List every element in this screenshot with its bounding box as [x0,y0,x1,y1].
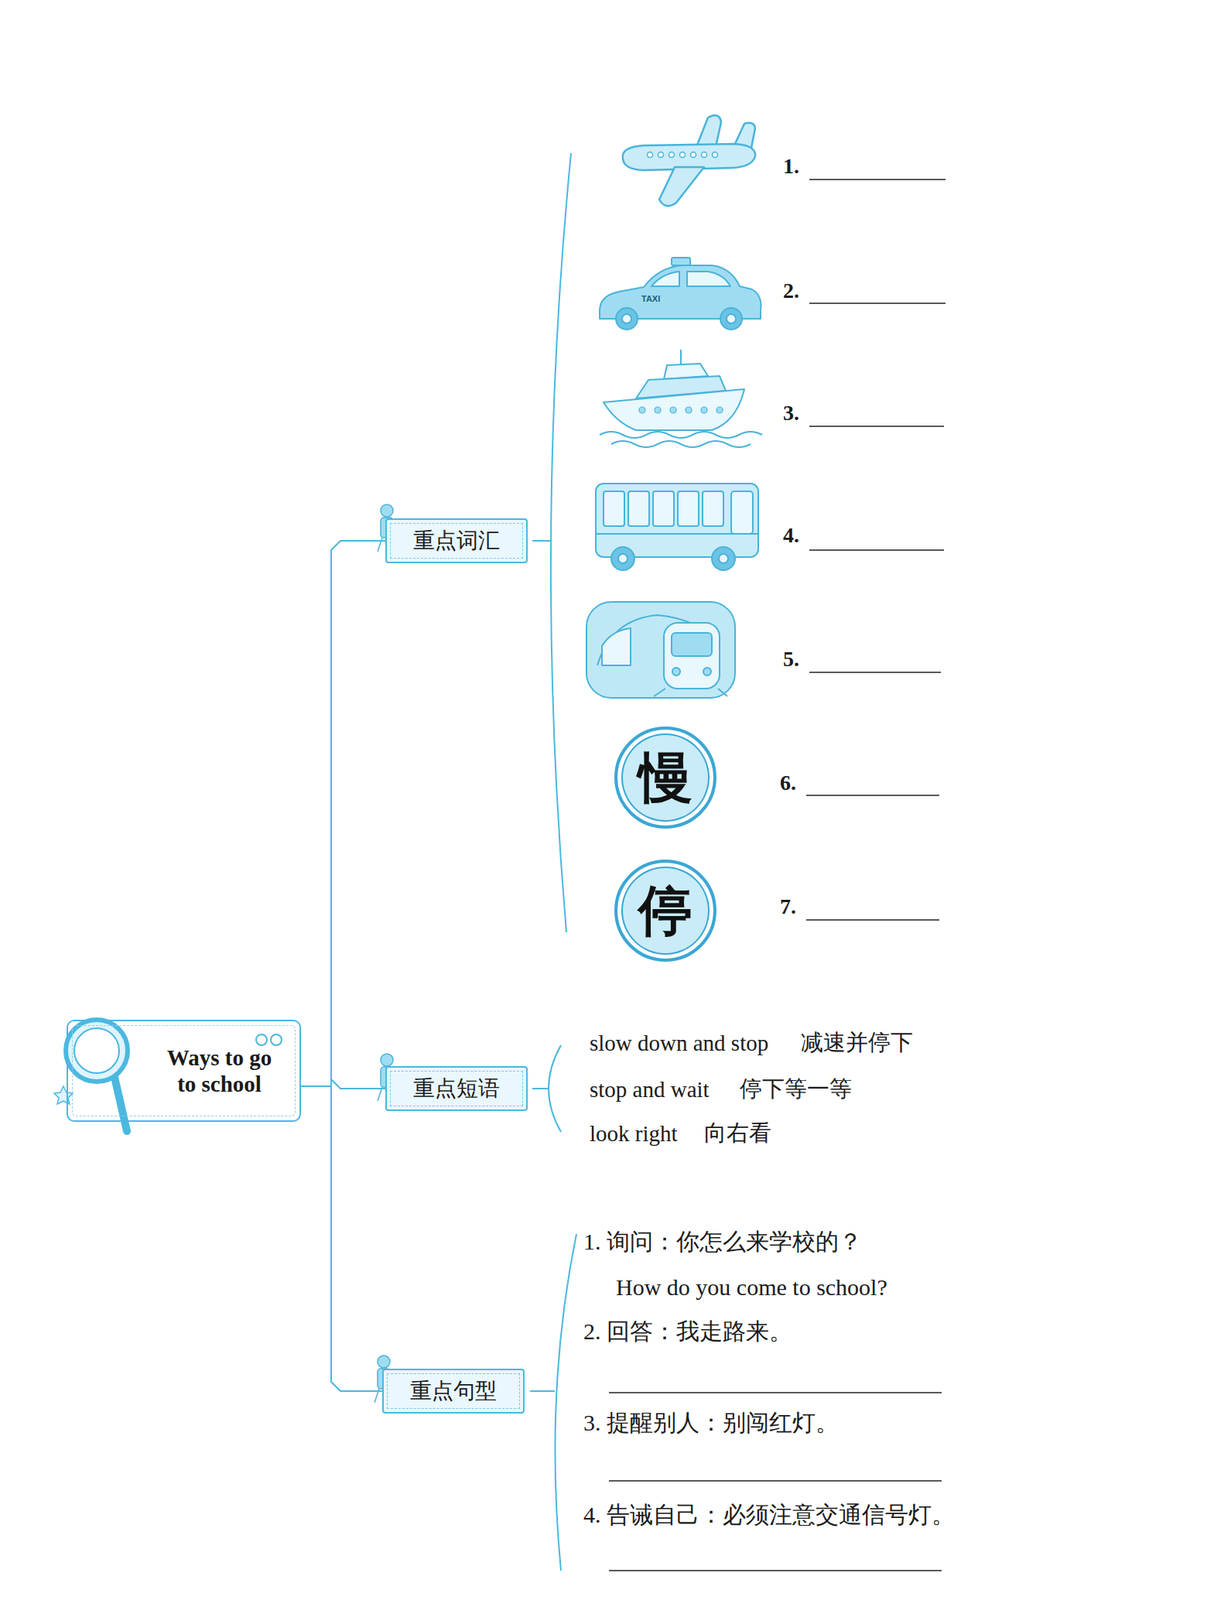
blank-line [809,671,941,674]
porthole [685,406,692,414]
taxi-sign-text: TAXI [641,294,661,304]
callout-number: 2. [783,278,800,304]
phrase-chinese: 减速并停下 [800,1027,914,1059]
bus-window [677,491,699,527]
node-text: 重点短语 [413,1075,500,1102]
phrase-chinese: 停下等一等 [739,1073,852,1105]
blank-line [809,549,944,551]
branch-box: 重点短语 [385,1066,528,1112]
phrase-chinese: 向右看 [704,1118,772,1150]
ship-picture [599,349,763,448]
phrase-bracket [548,1045,561,1132]
connectors [300,540,386,1392]
brackets [530,153,577,1571]
porthole [716,406,723,414]
tree-connector [300,1086,383,1392]
window-dot [669,152,675,158]
leader-line [530,1390,555,1392]
blank-line [608,1569,942,1572]
callout-number: 5. [783,646,800,672]
tree-connector [300,1079,386,1089]
blank-line [608,1391,942,1394]
porthole [670,406,677,414]
tree-connector [300,540,386,1087]
callout-number: 4. [783,523,800,548]
subway-picture [586,601,736,698]
magnifier-icon [54,1019,282,1132]
node-text: Ways to go to school [159,1044,280,1098]
blank-line [806,794,940,797]
branch-box: 重点句型 [382,1368,525,1414]
blank-line [608,1480,942,1482]
porthole [639,406,646,414]
node-text: 重点词汇 [413,527,500,554]
sentence-prompt: 2. 回答：我走路来。 [583,1316,793,1348]
callout-number: 6. [779,770,797,796]
sentence-prompt: 1. 询问：你怎么来学校的？ [583,1226,862,1259]
blank-line [809,425,944,428]
bus-window [603,491,625,527]
blank-line [806,919,940,921]
traffic-sign-circle: 停 [614,859,717,962]
bus-window [702,491,724,527]
node-text: 重点句型 [410,1378,497,1405]
sentence-prompt: 4. 告诫自己：必须注意交通信号灯。 [583,1499,955,1532]
node-text: 停 [638,883,693,938]
sentence-prompt: 3. 提醒别人：别闯红灯。 [583,1407,839,1440]
window-dot [658,152,664,158]
phrase-english: stop and wait [589,1077,710,1103]
bus-picture [595,483,759,571]
callout-number: 3. [783,400,800,426]
vocab-bracket [550,153,572,933]
answer-blanks [608,179,946,1571]
window-dot [712,152,719,158]
callout-number: 7. [779,894,797,920]
window-dot [647,152,654,158]
mascot-figures [374,504,395,1403]
porthole [701,406,708,414]
bus-window [628,491,650,527]
phrase-english: slow down and stop [589,1030,769,1057]
blank-line [809,178,946,181]
window-dot [690,152,697,158]
sentence-answer: How do you come to school? [615,1274,888,1301]
leader-line [532,1087,549,1090]
sentence-bracket [554,1234,577,1571]
branch-box: 重点词汇 [385,518,528,564]
leader-line [532,540,551,542]
root-topic-box: Ways to go to school [66,1019,301,1122]
traffic-sign-circle: 慢 [614,726,717,829]
bus-window [653,491,674,527]
blank-line [809,302,946,305]
window-dot [680,152,686,158]
node-text: 慢 [638,750,693,805]
window-dot [701,152,708,158]
phrase-english: look right [589,1121,678,1147]
taxi-picture [599,257,762,330]
callout-number: 1. [783,153,800,179]
airplane-picture [622,115,756,206]
porthole [654,406,661,414]
